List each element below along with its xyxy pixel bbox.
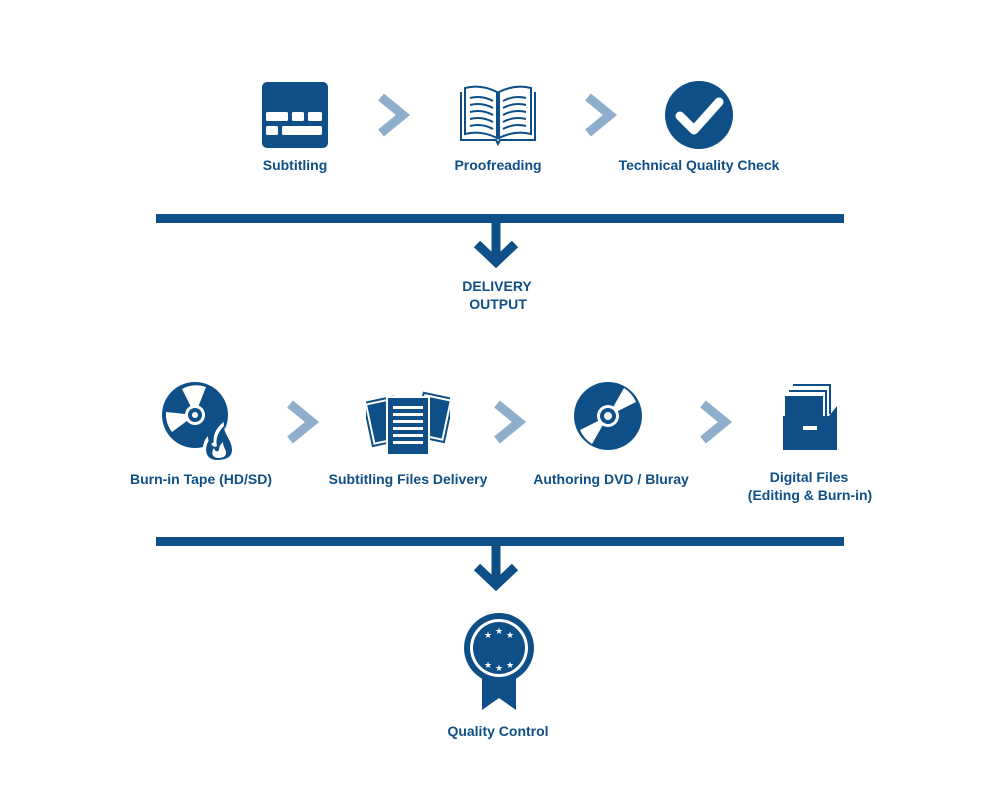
step-label-burn-in-tape: Burn-in Tape (HD/SD) [129, 471, 273, 487]
step-label-digital-files-sub: (Editing & Burn-in) [747, 487, 873, 503]
step-label-subtitling: Subtitling [262, 157, 328, 173]
open-book-icon [459, 84, 537, 146]
chevron-right-icon [493, 400, 527, 449]
step-label-digital-files: Digital Files [769, 469, 849, 485]
delivery-heading-line1: DELIVERY [462, 278, 532, 294]
svg-text:★: ★ [484, 631, 492, 641]
step-label-quality-control: Quality Control [447, 723, 549, 739]
disc-icon [574, 382, 642, 450]
svg-text:★: ★ [495, 627, 503, 637]
subtitles-icon [262, 82, 328, 148]
arrow-down-icon [474, 222, 518, 268]
chevron-right-icon [377, 93, 411, 142]
chevron-right-icon [286, 400, 320, 449]
divider-bar [156, 537, 844, 546]
svg-text:★: ★ [506, 631, 514, 641]
chevron-right-icon [699, 400, 733, 449]
svg-text:★: ★ [495, 664, 503, 674]
arrow-down-icon [474, 545, 518, 591]
step-label-proofreading: Proofreading [454, 157, 542, 173]
step-label-subtitling-files-delivery: Subtitling Files Delivery [328, 471, 488, 487]
file-box-icon [781, 382, 839, 452]
step-label-technical-quality-check: Technical Quality Check [618, 157, 780, 173]
chevron-right-icon [584, 93, 618, 142]
delivery-heading-line2: OUTPUT [469, 296, 527, 312]
step-label-authoring-dvd-bluray: Authoring DVD / Bluray [533, 471, 689, 487]
burning-disc-icon [162, 382, 240, 464]
svg-text:★: ★ [484, 661, 492, 671]
divider-bar [156, 214, 844, 223]
award-badge-icon: ★ ★ ★ ★ ★ ★ [464, 612, 534, 712]
svg-text:★: ★ [506, 661, 514, 671]
checkmark-circle-icon [665, 81, 733, 149]
documents-icon [366, 386, 450, 458]
